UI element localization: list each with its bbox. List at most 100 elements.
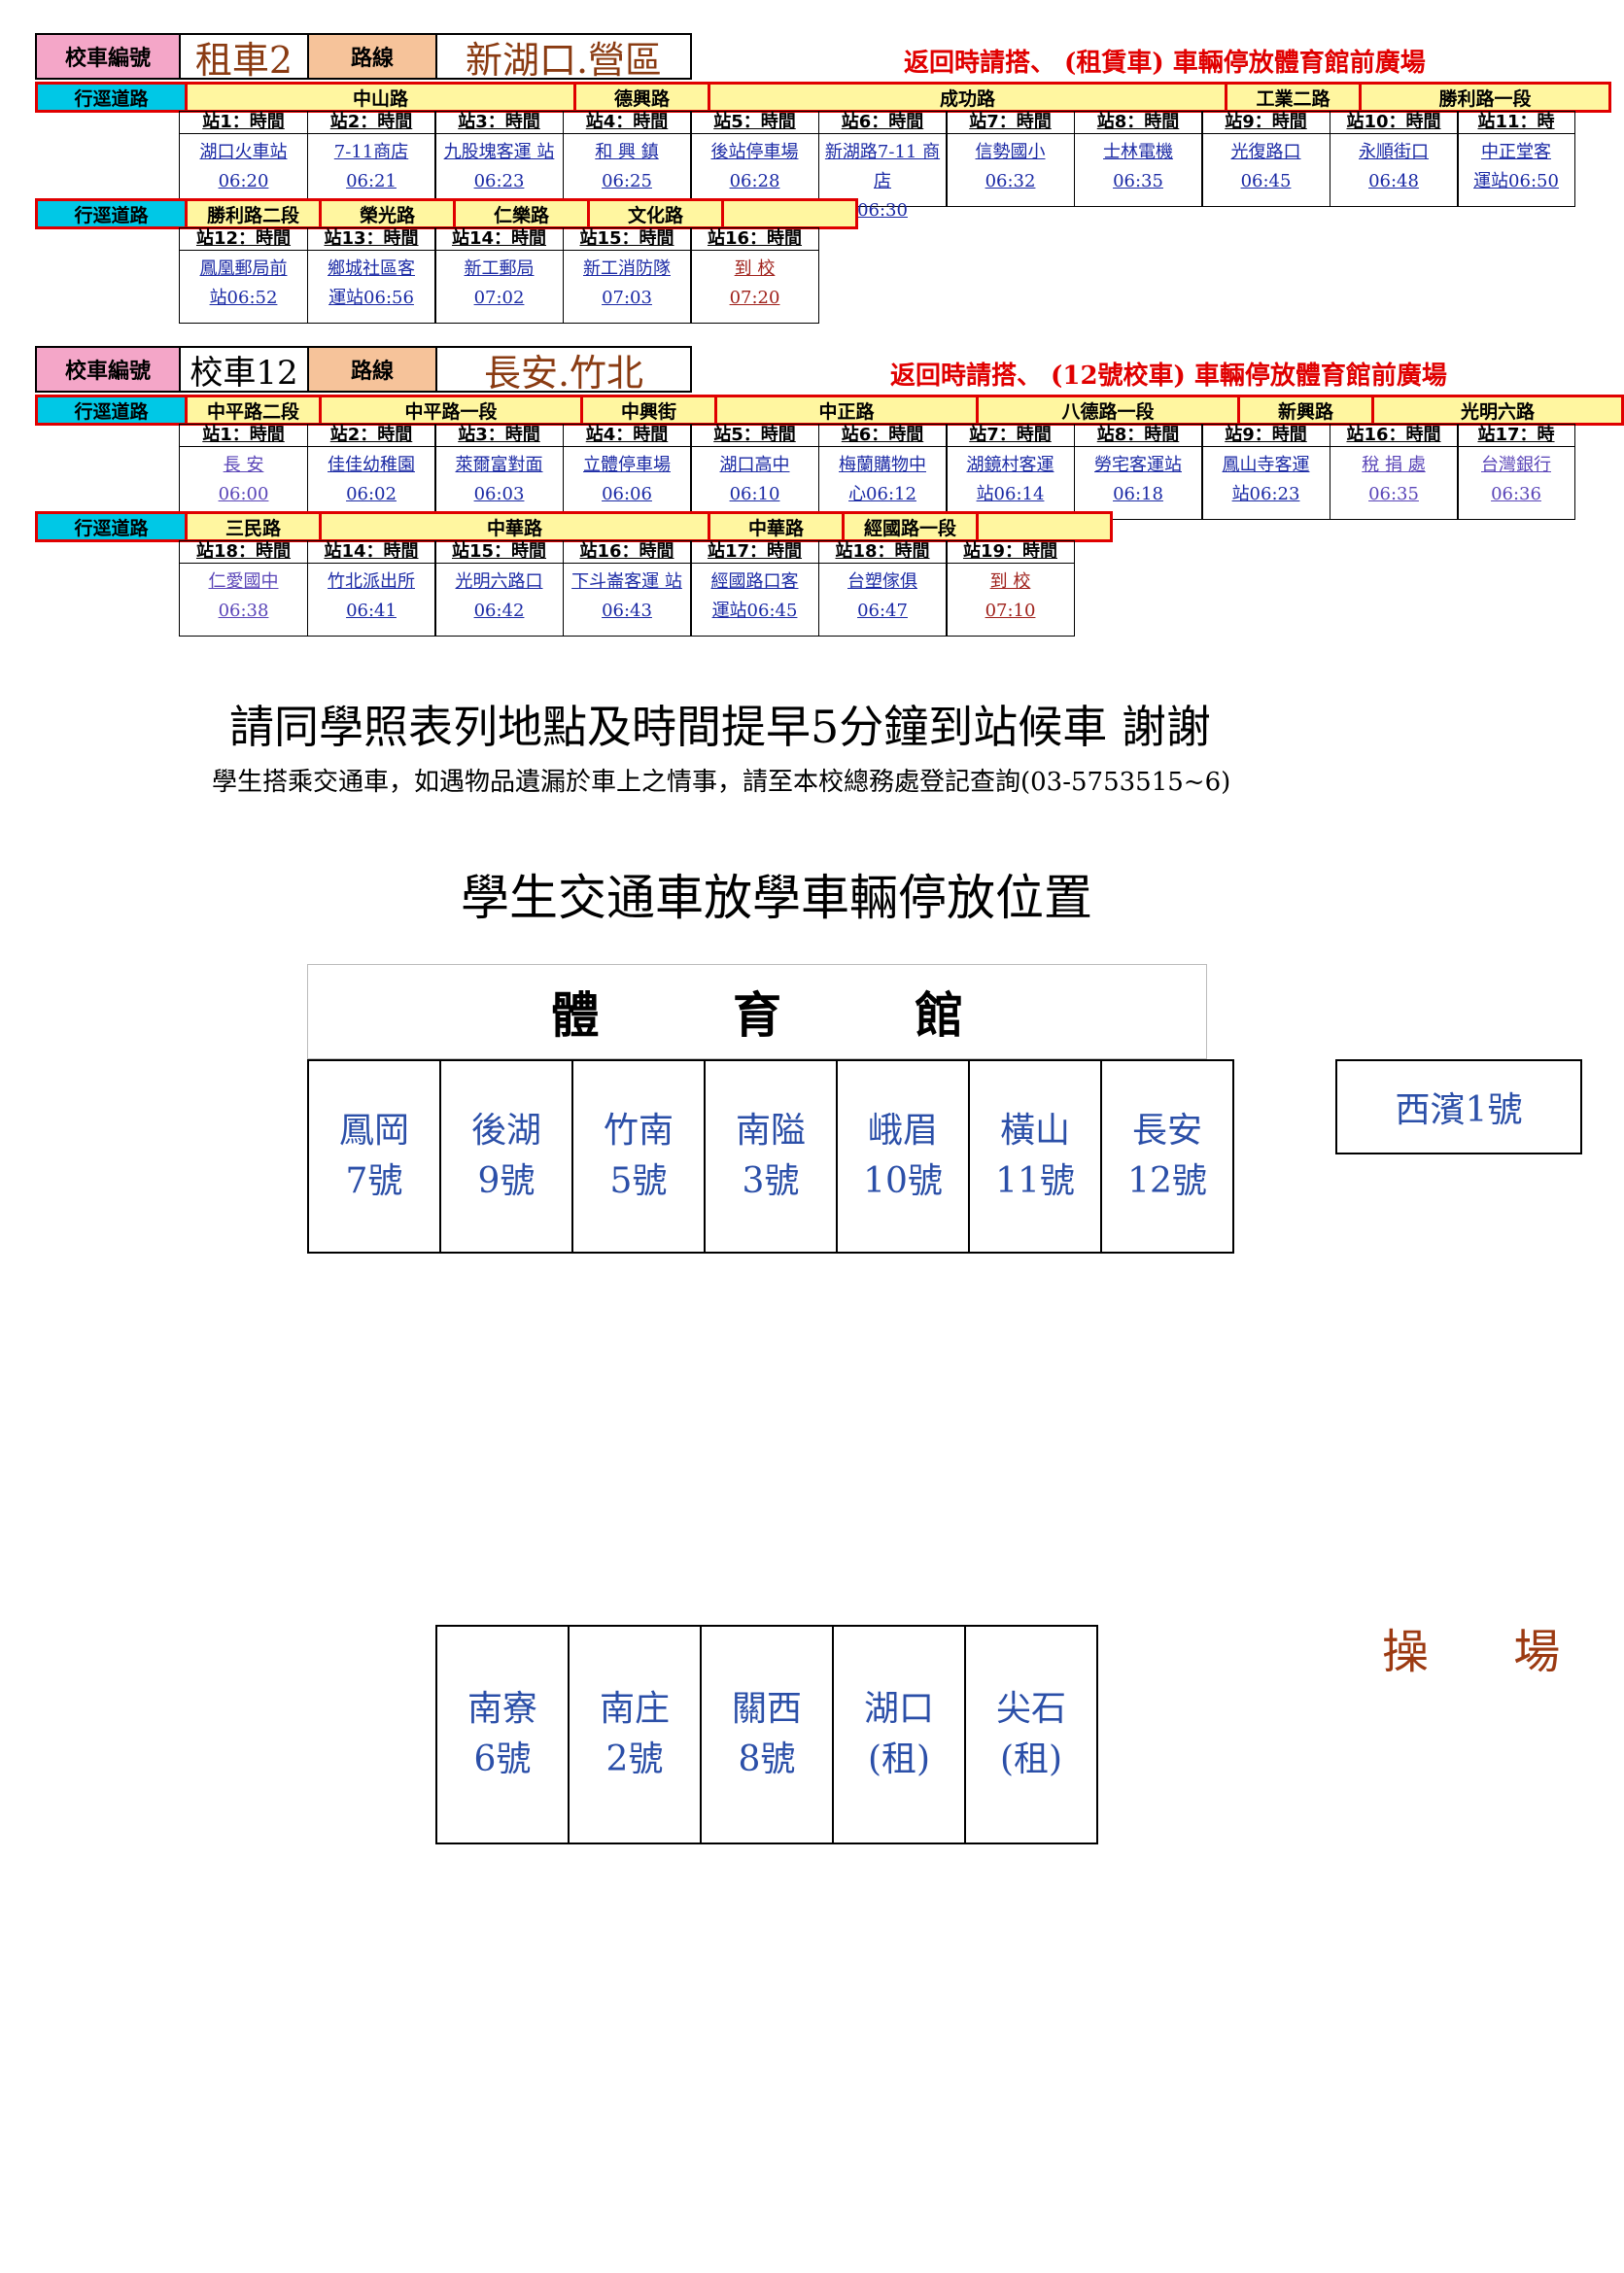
road-name: 成功路: [708, 82, 1227, 113]
parking-slot: 橫山 11號: [968, 1059, 1102, 1254]
parking-slot: 尖石 (租): [964, 1625, 1098, 1844]
road-name: 八德路一段: [976, 395, 1240, 426]
road-name: 德興路: [573, 82, 710, 113]
road-row: 行逕道路 三民路 中華路 中華路 經國路一段: [35, 511, 1113, 542]
road-name: 中華路: [319, 511, 710, 542]
parking-slot-west: 西濱1號: [1335, 1059, 1582, 1154]
road-name: 榮光路: [319, 198, 456, 229]
stop-link[interactable]: 鄉城社區客運站06:56: [328, 258, 415, 308]
parking-slot: 南隘 3號: [704, 1059, 838, 1254]
parking-slot: 峨眉 10號: [836, 1059, 970, 1254]
route-name: 長安.竹北: [435, 346, 692, 395]
road-name: 中平路一段: [319, 395, 583, 426]
bus-name: 租車2: [179, 33, 309, 82]
parking-slot: 關西 8號: [700, 1625, 834, 1844]
stop-link[interactable]: 梅蘭購物中心06:12: [839, 455, 926, 504]
parking-slot: 後湖 9號: [439, 1059, 573, 1254]
road-label: 行逕道路: [35, 395, 188, 426]
road-name: 勝利路二段: [185, 198, 322, 229]
road-name: 文化路: [587, 198, 724, 229]
stop-cell: 站9：時間鳳山寺客運站06:23: [1201, 424, 1330, 520]
road-name: 勝利路一段: [1359, 82, 1611, 113]
road-name: 光明六路: [1371, 395, 1624, 426]
road-name: 中平路二段: [185, 395, 322, 426]
road-name: 經國路一段: [842, 511, 979, 542]
stop-cell: 站13：時間鄉城社區客運站06:56: [306, 227, 436, 324]
return-notice: 返回時請搭、 (租賃車) 車輛停放體育館前廣場: [904, 49, 1426, 78]
stop-cell: 站6：時間梅蘭購物中心06:12: [817, 424, 948, 520]
parking-slot: 鳳岡 7號: [307, 1059, 441, 1254]
stop-link[interactable]: 經國路口客運站06:45: [710, 571, 799, 621]
road-name: 中正路: [714, 395, 979, 426]
parking-slot: 竹南 5號: [571, 1059, 706, 1254]
stop-link[interactable]: 鳳山寺客運站06:23: [1222, 455, 1310, 504]
gymnasium-label: 體 育 館: [307, 964, 1207, 1059]
stop-link[interactable]: 鳳凰郵局前站06:52: [199, 258, 288, 308]
road-row: 行逕道路 中山路 德興路 成功路 工業二路 勝利路一段: [35, 82, 1611, 113]
stop-cell: 站11：時中正堂客運站06:50: [1457, 111, 1575, 207]
road-label: 行逕道路: [35, 198, 188, 229]
road-name: 仁樂路: [453, 198, 590, 229]
stop-link[interactable]: 中正堂客運站06:50: [1473, 142, 1559, 191]
parking-row-2: 南寮 6號 南庄 2號 關西 8號 湖口 (租) 尖石 (租): [435, 1625, 1098, 1844]
route-label: 路線: [307, 346, 437, 393]
return-notice: 返回時請搭、 (12號校車) 車輛停放體育館前廣場: [890, 362, 1447, 391]
lost-item-note: 學生搭乘交通車，如遇物品遺漏於車上之情事，請至本校總務處登記查詢(03-5753…: [212, 768, 1231, 797]
stop-link[interactable]: 湖鏡村客運站06:14: [966, 455, 1054, 504]
parking-slot: 湖口 (租): [832, 1625, 966, 1844]
arrive-early-note: 請同學照表列地點及時間提早5分鐘到站候車 謝謝: [229, 701, 1211, 753]
parking-slot: 南庄 2號: [568, 1625, 702, 1844]
road-name: 工業二路: [1225, 82, 1362, 113]
road-name: [976, 511, 1113, 542]
parking-slot: 長安 12號: [1100, 1059, 1234, 1254]
route-label: 路線: [307, 33, 437, 80]
road-row: 行逕道路 勝利路二段 榮光路 仁樂路 文化路: [35, 198, 858, 229]
bus-name: 校車12: [179, 346, 309, 393]
road-name: [721, 198, 858, 229]
